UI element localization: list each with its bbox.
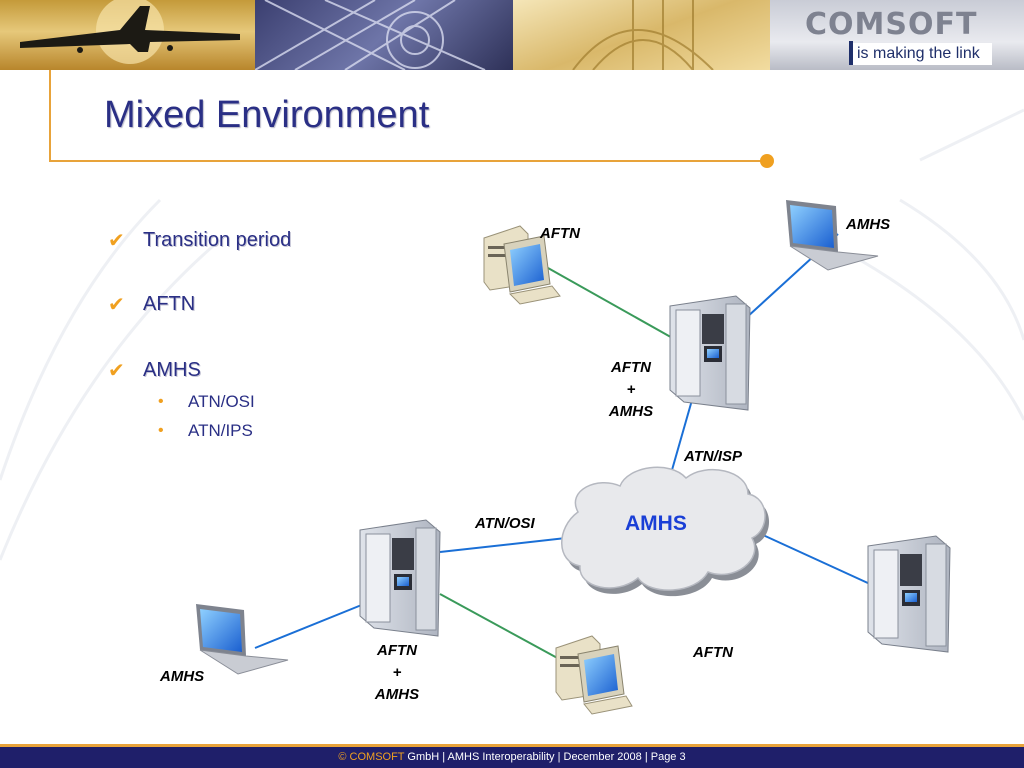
bullet-item: ✔ AMHS — [108, 358, 201, 383]
gateway-bottom-label: AFTN + AMHS — [366, 640, 428, 706]
checkmark-icon: ✔ — [108, 230, 125, 252]
gateway-label-line: AFTN — [611, 359, 651, 376]
checkmark-icon: ✔ — [108, 294, 125, 316]
banner-antenna-image — [255, 0, 513, 70]
desktop-pc-icon — [483, 225, 561, 305]
cloud-label: AMHS — [625, 512, 687, 535]
airplane-icon — [20, 0, 240, 64]
bullet-item: ✔ AFTN — [108, 292, 195, 317]
footer-text: GmbH | AMHS Interoperability | December … — [404, 751, 686, 763]
server-rack-icon — [867, 535, 951, 653]
laptop-icon — [196, 604, 289, 675]
gateway-label-line: AMHS — [374, 686, 420, 703]
gateway-label-line: + — [392, 664, 402, 681]
slide-title: Mixed Environment — [104, 94, 430, 136]
comsoft-logo: COMSOFT is making the link — [795, 5, 1015, 65]
brand-tag-bar — [849, 41, 853, 65]
antenna-icon — [255, 0, 486, 70]
gateway-label-line: AFTN — [377, 642, 417, 659]
aftn-terminal-label: AFTN — [540, 225, 580, 242]
tower-icon — [572, 0, 714, 70]
title-accent-dot — [760, 154, 774, 168]
gateway-rack-icon — [669, 295, 751, 411]
aftn-right-label: AFTN — [693, 644, 733, 661]
sub-bullet-label: ATN/IPS — [188, 421, 253, 440]
footer: © COMSOFT GmbH | AMHS Interoperability |… — [0, 747, 1024, 768]
atn-osi-label: ATN/OSI — [475, 515, 535, 532]
amhs-terminal-label: AMHS — [846, 216, 891, 233]
gateway-top-label: AFTN + AMHS — [600, 357, 662, 423]
link-laptop-to-bottom-gateway — [254, 603, 365, 649]
desktop-pc-icon — [555, 635, 633, 715]
banner-tower-image — [513, 0, 770, 70]
bullet-label: AFTN — [143, 293, 196, 315]
link-cloud-to-bottom-gateway — [439, 537, 567, 553]
bullet-label: Transition period — [143, 229, 292, 251]
footer-copyright: © COMSOFT — [338, 751, 405, 763]
title-accent-vertical — [49, 70, 51, 162]
link-bottom-gateway-to-pc — [439, 593, 573, 667]
gateway-rack-icon — [359, 519, 441, 637]
laptop-icon — [786, 200, 879, 271]
title-accent-line — [49, 160, 765, 162]
bullet-dot-icon: • — [158, 393, 164, 410]
brand-name: COMSOFT — [805, 7, 978, 42]
gateway-label-line: + — [626, 381, 636, 398]
bullet-dot-icon: • — [158, 422, 164, 439]
atn-isp-label: ATN/ISP — [684, 448, 743, 465]
gateway-label-line: AMHS — [608, 403, 654, 420]
sub-bullet-item: • ATN/IPS — [158, 421, 253, 441]
bullet-label: AMHS — [143, 359, 201, 381]
link-aftn-top-to-gateway — [547, 267, 677, 341]
header-banner: COMSOFT is making the link — [0, 0, 1024, 70]
brand-tagline: is making the link — [853, 43, 992, 65]
sub-bullet-label: ATN/OSI — [188, 392, 255, 411]
checkmark-icon: ✔ — [108, 360, 125, 382]
link-cloud-to-right-rack — [751, 529, 871, 585]
sub-bullet-item: • ATN/OSI — [158, 392, 255, 412]
amhs-cloud-icon — [561, 466, 770, 597]
bullet-item: ✔ Transition period — [108, 228, 291, 253]
banner-airplane-image — [0, 0, 255, 70]
footer-accent-line — [0, 744, 1024, 747]
amhs-laptop-label: AMHS — [160, 668, 205, 685]
